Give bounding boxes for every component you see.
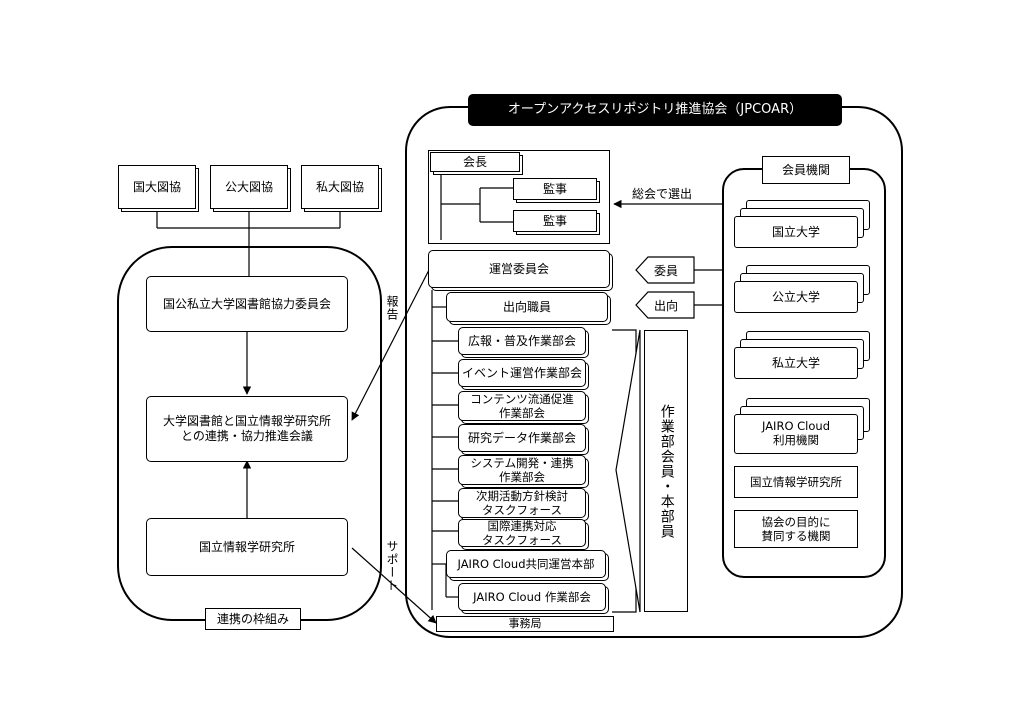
member-nii: 国立情報学研究所: [734, 466, 858, 498]
secretariat-box: 事務局: [436, 616, 614, 632]
wg-research-data: 研究データ作業部会: [458, 424, 586, 452]
jairo-cloud-wg: JAIRO Cloud 作業部会: [458, 583, 606, 611]
wg-members-box: 作業部会員・本部員: [644, 330, 688, 612]
member-stack-national: 国立大学: [734, 200, 874, 254]
jairo-cloud-hq: JAIRO Cloud共同運営本部: [446, 550, 606, 578]
arrow-report: [351, 267, 431, 421]
assoc-kodai: 公大図協: [210, 165, 288, 209]
wg-system: システム開発・連携 作業部会: [458, 455, 586, 485]
member-stack-jairo: JAIRO Cloud 利用機関: [734, 398, 874, 458]
members-title: 会員機関: [762, 156, 850, 184]
dispatch-arrow-shape: [635, 291, 695, 319]
wg-event: イベント運営作業部会: [458, 359, 586, 387]
library-committee: 国公私立大学図書館協力委員会: [146, 276, 348, 332]
member-jairo-users: JAIRO Cloud 利用機関: [734, 414, 858, 454]
elect-label: 総会で選出: [632, 187, 693, 201]
tf-international: 国際連携対応 タスクフォース: [458, 519, 586, 547]
support-label: サポート: [385, 540, 399, 592]
seconded-staff: 出向職員: [446, 292, 608, 322]
committee-arrow-shape: [635, 256, 695, 284]
jpcoar-title: オープンアクセスリポジトリ推進協会（JPCOAR）: [468, 94, 842, 126]
wg-contents: コンテンツ流通促進 作業部会: [458, 391, 586, 421]
auditor-box-2: 監事: [513, 210, 597, 232]
report-label: 報告: [385, 295, 399, 321]
member-national: 国立大学: [734, 216, 858, 248]
assoc-shidai: 私大図協: [301, 165, 379, 209]
member-stack-public: 公立大学: [734, 265, 874, 319]
committee-label: 委員: [654, 264, 679, 278]
member-supporters: 協会の目的に 賛同する機関: [734, 510, 858, 548]
member-public: 公立大学: [734, 281, 858, 313]
tf-next-policy: 次期活動方針検討 タスクフォース: [458, 488, 586, 518]
nii-box: 国立情報学研究所: [146, 518, 348, 576]
president-box: 会長: [430, 152, 520, 172]
member-private: 私立大学: [734, 347, 858, 379]
assoc-kokudai: 国大図協: [118, 165, 196, 209]
steering-committee: 運営委員会: [428, 250, 610, 288]
member-stack-private: 私立大学: [734, 331, 874, 385]
wg-pr: 広報・普及作業部会: [458, 327, 586, 355]
council: 大学図書館と国立情報学研究所 との連携・協力推進会議: [146, 396, 348, 462]
framework-caption: 連携の枠組み: [205, 608, 301, 630]
executive-frame: [428, 150, 610, 244]
auditor-box-1: 監事: [513, 178, 597, 200]
dispatch-label: 出向: [654, 299, 679, 313]
